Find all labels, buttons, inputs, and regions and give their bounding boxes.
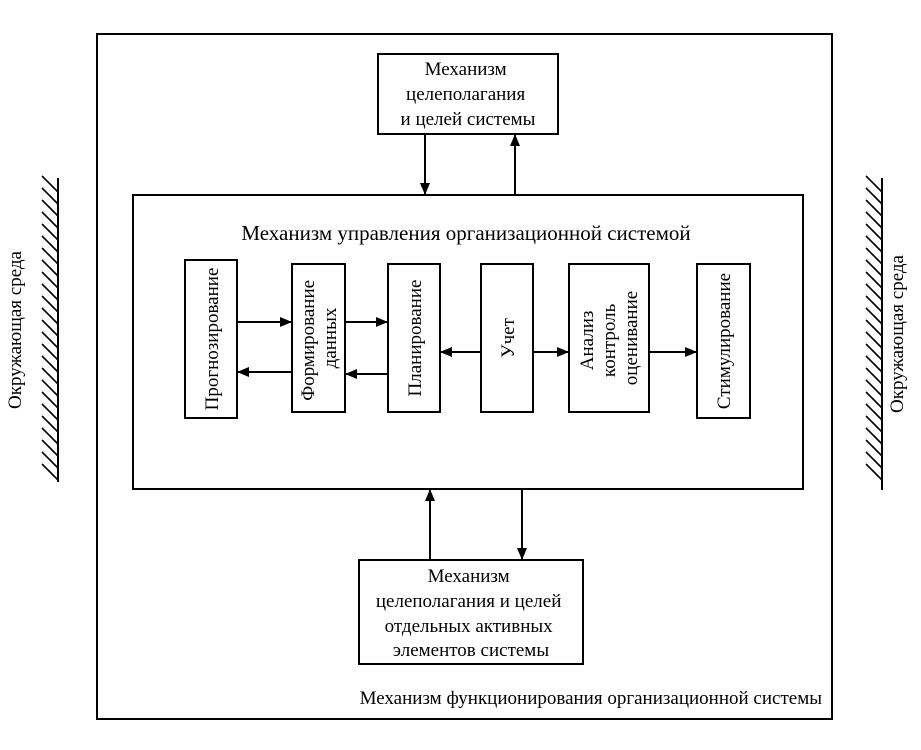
svg-text:Анализ контроль оценив: Анализ контроль оценивание xyxy=(577,291,642,385)
block-uchet xyxy=(480,263,534,413)
block-prognozirovanie xyxy=(184,259,238,419)
block-analiz xyxy=(568,263,650,413)
block-formirovanie xyxy=(291,263,346,413)
management-title: Механизм управления организационной сист… xyxy=(241,221,690,245)
environment-label-left: Окружающая среда xyxy=(5,250,26,409)
svg-text:Планирование: Планирование xyxy=(405,280,426,397)
environment-hatch-left xyxy=(41,175,59,482)
top-goal-box-label: Механизм целеполагания и целей системы xyxy=(401,59,536,130)
bottom-goal-box xyxy=(358,559,584,665)
block-stimulirovanie xyxy=(696,263,751,419)
environment-hatch-right xyxy=(865,175,883,490)
environment-label-right: Окружающая среда xyxy=(887,254,908,413)
svg-text:Формирование данных: Формирование данных xyxy=(298,275,341,401)
block-planirovanie xyxy=(387,263,441,413)
bottom-goal-box-label: Механизм целеполагания и целей отдельных… xyxy=(376,566,566,661)
top-goal-box xyxy=(377,53,559,135)
svg-text:Стимулирование: Стимулирование xyxy=(714,273,735,409)
outer-frame xyxy=(96,33,833,720)
svg-text:Прогнозирование: Прогнозирование xyxy=(202,268,223,411)
svg-text:Учет: Учет xyxy=(498,317,519,357)
management-box xyxy=(132,194,804,490)
outer-caption: Механизм функционирования организационно… xyxy=(360,688,823,709)
